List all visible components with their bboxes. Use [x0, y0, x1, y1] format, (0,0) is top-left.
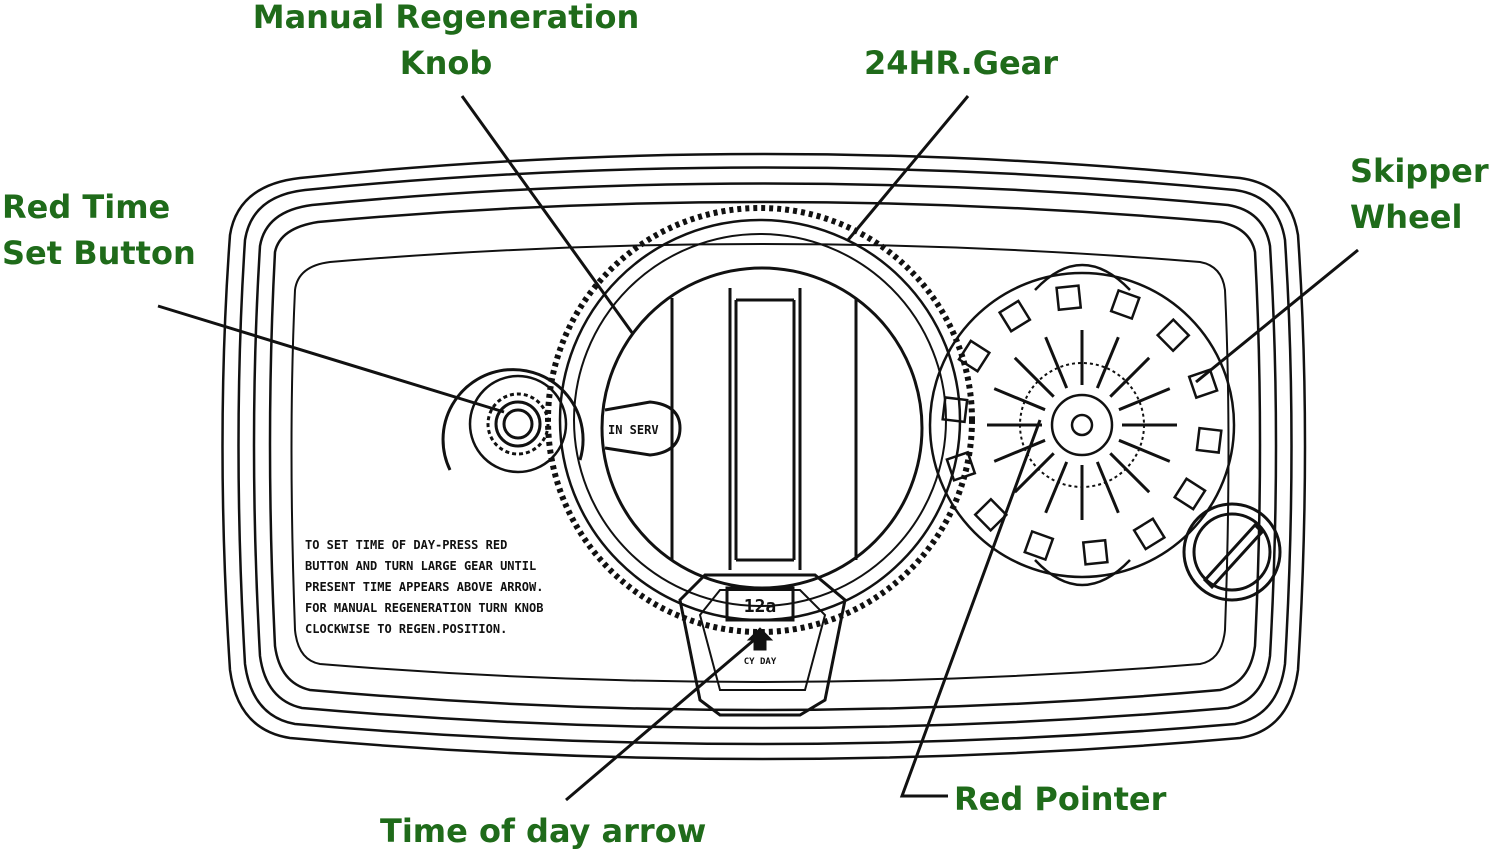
side-dial [1182, 502, 1282, 602]
label-line: Red Time [2, 188, 171, 226]
label-line: Set Button [2, 234, 196, 272]
skipper-tab [1081, 538, 1109, 566]
instruction-line: CLOCKWISE TO REGEN.POSITION. [305, 622, 507, 636]
label-line: Wheel [1350, 198, 1463, 236]
leader-time-set-button [157, 304, 505, 414]
label-line: Manual Regeneration [252, 0, 640, 36]
skipper-tabs [941, 284, 1223, 566]
skipper-spoke [1013, 356, 1055, 398]
arrow-caption: CY DAY [744, 657, 777, 667]
label-red-time-set-button: Red Time Set Button [2, 184, 196, 276]
skipper-wheel [928, 263, 1236, 587]
skipper-spoke [1095, 461, 1120, 514]
skipper-tab [973, 497, 1009, 533]
leader-manual-knob [460, 95, 635, 335]
skipper-spoke [1044, 336, 1069, 389]
panel-instructions: TO SET TIME OF DAY-PRESS RED BUTTON AND … [305, 538, 543, 636]
label-skipper-wheel: Skipper Wheel [1350, 148, 1489, 240]
skipper-tab [1109, 288, 1141, 321]
label-line: Knob [399, 44, 493, 82]
skipper-spoke [1109, 452, 1151, 494]
leader-red-pointer [899, 419, 1042, 798]
instruction-line: BUTTON AND TURN LARGE GEAR UNTIL [305, 559, 536, 573]
time-window-value: 12a [744, 596, 777, 617]
instruction-line: PRESENT TIME APPEARS ABOVE ARROW. [305, 580, 543, 594]
skipper-spokes [987, 330, 1177, 520]
label-line: Skipper [1350, 152, 1489, 190]
control-housing [221, 152, 1307, 761]
skipper-tab [1172, 477, 1207, 511]
label-red-pointer: Red Pointer [954, 776, 1166, 822]
label-line: Red Pointer [954, 780, 1167, 818]
skipper-spoke [1109, 356, 1151, 398]
skipper-spoke [1013, 452, 1055, 494]
skipper-tab [1187, 368, 1219, 400]
instruction-line: FOR MANUAL REGENERATION TURN KNOB [305, 601, 543, 615]
time-window-housing [678, 573, 847, 717]
skipper-tab [945, 450, 977, 482]
gear-24hr [545, 205, 975, 635]
skipper-spoke [1118, 438, 1171, 463]
skipper-tab [1023, 529, 1055, 562]
leader-skipper-wheel [1195, 248, 1359, 384]
label-time-of-day-arrow: Time of day arrow [380, 808, 706, 854]
skipper-tab [1155, 317, 1191, 353]
skipper-spoke [1044, 461, 1069, 514]
skipper-tab [1132, 517, 1167, 551]
skipper-tab [997, 299, 1032, 333]
label-manual-regeneration-knob: Manual Regeneration Knob [240, 0, 652, 86]
skipper-spoke [1095, 336, 1120, 389]
skipper-tab [1055, 284, 1083, 312]
skipper-spoke [1118, 387, 1171, 412]
label-line: 24HR.Gear [864, 44, 1059, 82]
leader-time-of-day-arrow [565, 638, 755, 802]
skipper-tab [941, 396, 969, 424]
skipper-spoke [993, 387, 1046, 412]
skipper-tab [957, 339, 992, 373]
skipper-tab [1195, 426, 1223, 454]
leader-lines [157, 95, 1359, 802]
knob-position-label: IN SERV [608, 423, 659, 437]
red-time-set-button [441, 368, 585, 474]
instruction-line: TO SET TIME OF DAY-PRESS RED [305, 538, 507, 552]
label-24hr-gear: 24HR.Gear [864, 40, 1058, 86]
time-of-day-arrow-icon [746, 627, 774, 651]
skipper-spoke [993, 438, 1046, 463]
leader-24hr-gear [846, 95, 970, 241]
label-line: Time of day arrow [380, 812, 707, 850]
